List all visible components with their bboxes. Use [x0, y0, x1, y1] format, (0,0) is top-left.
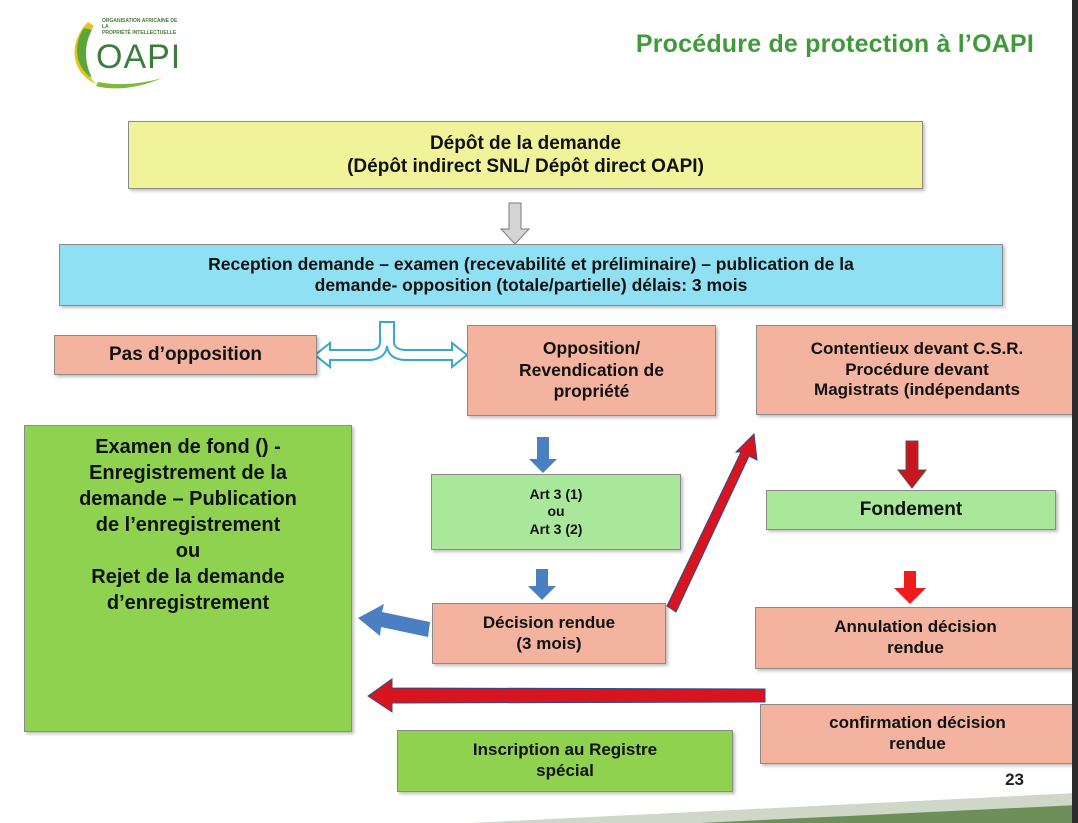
red-diagonal-arrow [666, 432, 758, 613]
page-number: 23 [1005, 770, 1024, 789]
node-fondement: Fondement [766, 490, 1056, 530]
oapi-logo-icon [74, 22, 162, 89]
node-confirmation: confirmation décision rendue [760, 704, 1075, 764]
node-opposition: Opposition/ Revendication de propriété [467, 325, 716, 416]
red-down-arrow [896, 440, 928, 489]
node-contentieux: Contentieux devant C.S.R. Procédure deva… [756, 325, 1078, 415]
blue-left-arrow [358, 604, 430, 637]
window-edge [1072, 0, 1078, 823]
red-down-arrow [894, 571, 926, 604]
node-depot: Dépôt de la demande (Dépôt indirect SNL/… [128, 121, 923, 189]
node-decision: Décision rendue (3 mois) [432, 603, 666, 664]
red-left-arrow [367, 678, 766, 713]
logo-subtext: ORGANISATION AFRICAINE DE LA PROPRIÉTÉ I… [102, 18, 178, 36]
node-inscription: Inscription au Registre spécial [397, 730, 733, 792]
gray-down-arrow [499, 202, 531, 245]
slide-title: Procédure de protection à l’OAPI [635, 30, 1034, 58]
blue-down-arrow [528, 569, 556, 600]
node-pas-opposition: Pas d’opposition [54, 335, 317, 375]
blue-down-arrow [529, 437, 557, 473]
node-art3: Art 3 (1) ou Art 3 (2) [431, 474, 681, 550]
footer-band [700, 805, 1078, 823]
node-reception: Reception demande – examen (recevabilité… [59, 244, 1003, 306]
logo-text: OAPI [96, 38, 182, 76]
node-examen: Examen de fond () - Enregistrement de la… [24, 425, 352, 732]
split-arrow [313, 321, 469, 370]
node-annulation: Annulation décision rendue [755, 607, 1076, 669]
